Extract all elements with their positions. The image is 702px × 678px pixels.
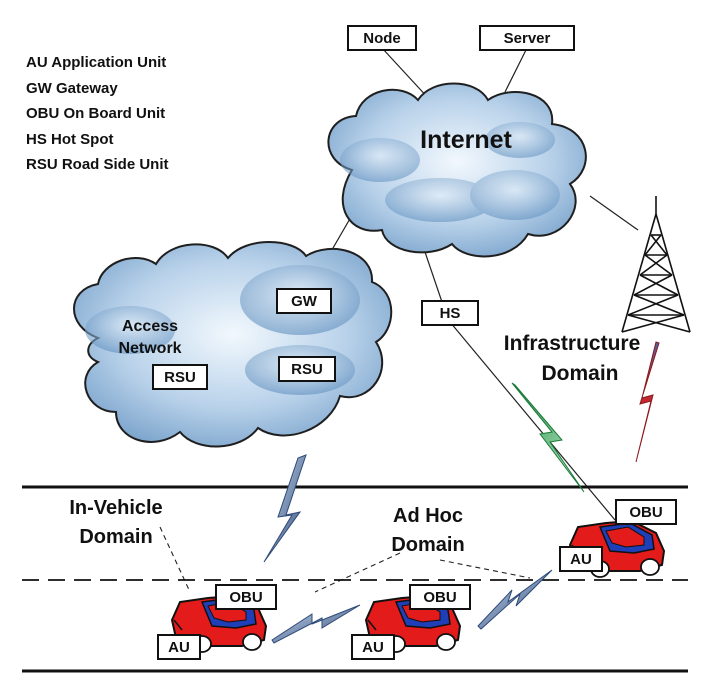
box-obu-right: OBU (615, 499, 677, 525)
box-node: Node (347, 25, 417, 51)
obu-mid-label: OBU (423, 589, 456, 606)
legend-item-hs: HS Hot Spot (26, 130, 114, 148)
line-internet-tower (589, 195, 639, 231)
line-internet-hs (424, 251, 443, 303)
box-rsu-right: RSU (278, 356, 336, 382)
leader-ad-hoc-right (439, 559, 531, 579)
lightning-access-to-car-icon (263, 454, 307, 563)
box-server: Server (479, 25, 575, 51)
rsu-right-label: RSU (291, 361, 323, 378)
au-right-label: AU (570, 551, 592, 568)
internet-label: Internet (420, 126, 512, 154)
access-network-label-line2: Network (118, 340, 181, 357)
box-rsu-left: RSU (152, 364, 208, 390)
leader-ad-hoc-left (314, 552, 401, 593)
rsu-left-label: RSU (164, 369, 196, 386)
lightning-car-mid-to-right-icon (477, 569, 553, 630)
access-network-label-line1: Access (122, 318, 178, 335)
internet-cloud-shading (340, 122, 560, 222)
line-server-internet (504, 47, 528, 93)
infrastructure-domain-label-line2: Domain (541, 362, 618, 385)
lightning-hs-to-car-icon (511, 382, 585, 493)
box-au-mid: AU (351, 634, 395, 660)
lightning-car-to-car-icon (271, 604, 361, 644)
au-mid-label: AU (362, 639, 384, 656)
box-au-right: AU (559, 546, 603, 572)
box-obu-left: OBU (215, 584, 277, 610)
road (22, 485, 688, 673)
legend-item-gw: GW Gateway (26, 79, 118, 97)
box-obu-mid: OBU (409, 584, 471, 610)
infrastructure-domain-label-line1: Infrastructure (504, 332, 641, 355)
lightning-tower-to-car-icon (635, 341, 660, 463)
leader-in-vehicle (159, 526, 191, 593)
line-node-internet (381, 47, 431, 101)
legend-item-rsu: RSU Road Side Unit (26, 156, 169, 173)
cell-tower-icon (621, 196, 691, 333)
obu-right-label: OBU (629, 504, 662, 521)
box-hs: HS (421, 300, 479, 326)
ad-hoc-domain-label-line1: Ad Hoc (393, 505, 463, 527)
in-vehicle-domain-label-line2: Domain (79, 526, 152, 548)
hs-label: HS (440, 305, 461, 322)
ad-hoc-domain-label-line2: Domain (391, 534, 464, 556)
gw-label: GW (291, 293, 318, 310)
in-vehicle-domain-label-line1: In-Vehicle (69, 497, 162, 519)
box-gw: GW (276, 288, 332, 314)
node-label: Node (363, 30, 401, 47)
legend-item-obu: OBU On Board Unit (26, 105, 166, 122)
legend-item-au: AU Application Unit (26, 54, 167, 71)
box-au-left: AU (157, 634, 201, 660)
server-label: Server (504, 30, 551, 47)
obu-left-label: OBU (229, 589, 262, 606)
au-left-label: AU (168, 639, 190, 656)
legend: AU Application Unit GW Gateway OBU On Bo… (26, 50, 169, 178)
leader-lines (159, 526, 531, 593)
